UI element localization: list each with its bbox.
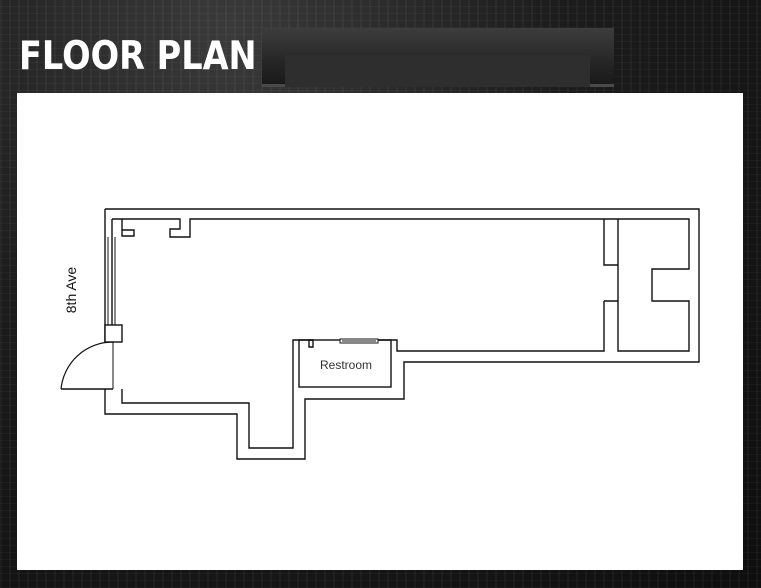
building-cornice-lower — [285, 55, 590, 87]
inner-wall — [112, 218, 690, 449]
entry-column — [104, 324, 123, 343]
restroom-wall-stub — [308, 339, 314, 348]
entry-door-swing — [60, 341, 114, 390]
outer-wall — [104, 208, 700, 460]
page-title: FLOOR PLAN — [19, 34, 257, 79]
street-label: 8th Ave — [63, 266, 79, 314]
inner-wall-corner — [121, 219, 135, 237]
floor-plan-panel — [17, 93, 743, 570]
restroom-label: Restroom — [319, 358, 373, 372]
